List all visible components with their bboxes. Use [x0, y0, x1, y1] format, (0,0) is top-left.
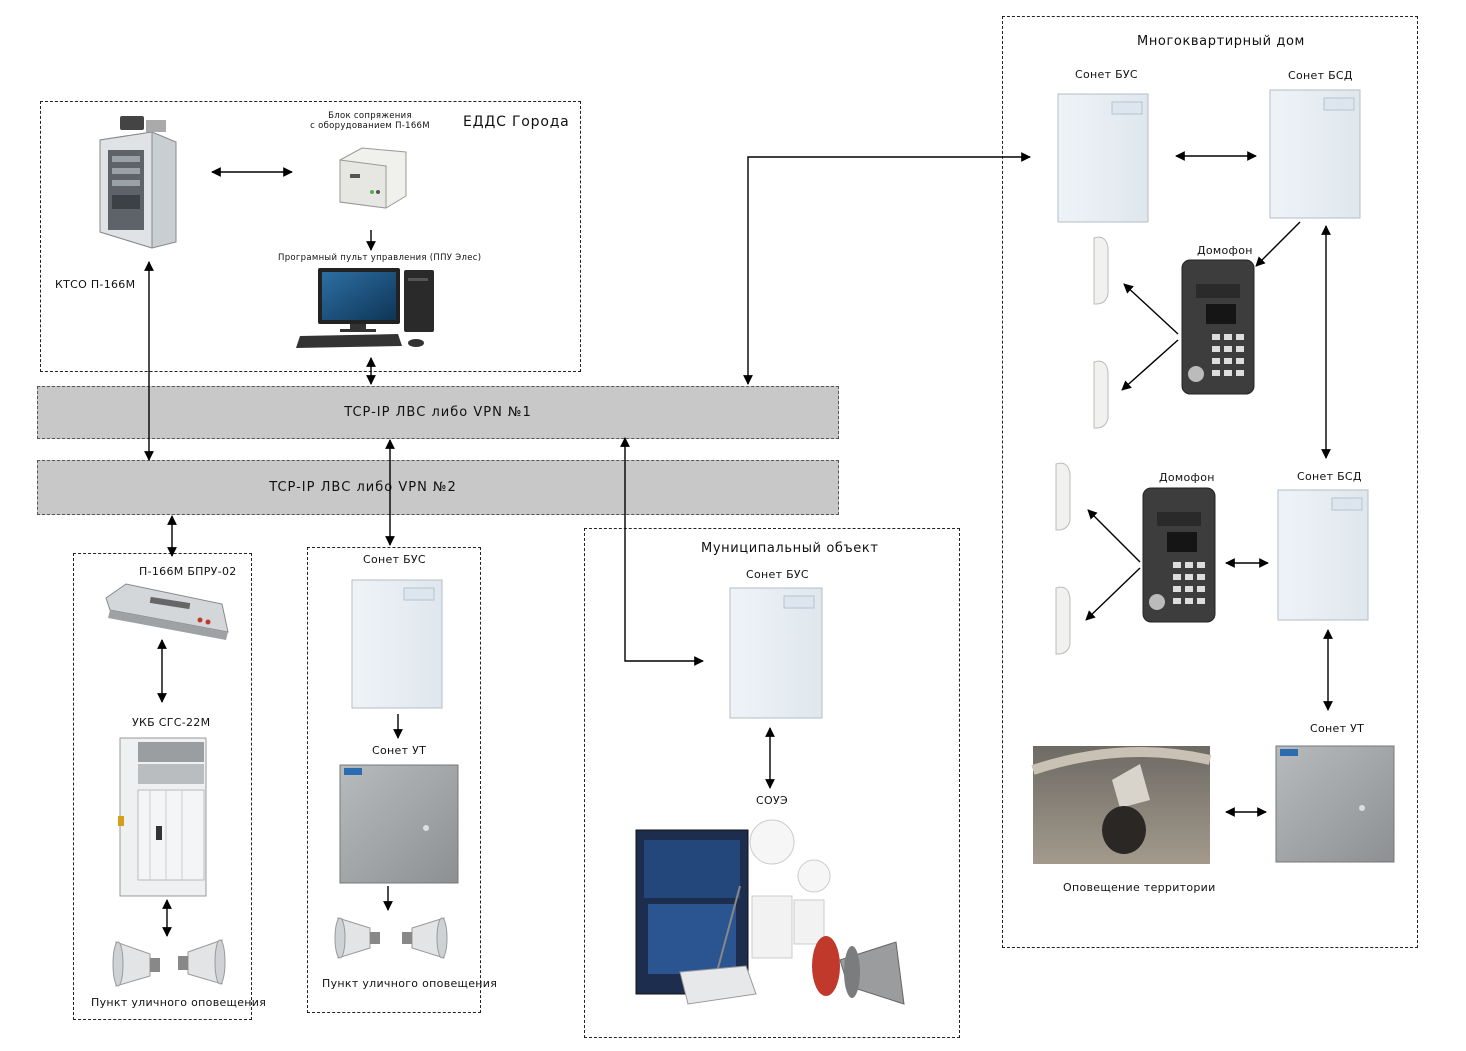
apt-intercom-bottom-icon — [1142, 487, 1216, 623]
label-ukb: УКБ СГС-22М — [132, 716, 211, 729]
network-vpn1: TCP-IP ЛВС либо VPN №1 — [37, 386, 839, 439]
label-apt-bsd-top: Сонет БСД — [1288, 69, 1353, 82]
municipal-bus-box-icon — [729, 587, 823, 719]
network-vpn2: TCP-IP ЛВС либо VPN №2 — [37, 460, 839, 515]
label-municipal-bus: Сонет БУС — [746, 568, 809, 581]
label-middle-ut: Сонет УТ — [372, 744, 427, 757]
label-ppu: Програмный пульт управления (ППУ Элес) — [278, 253, 482, 263]
ukb-cabinet-icon — [118, 737, 207, 897]
label-bpru: П-166М БПРУ-02 — [139, 565, 237, 578]
label-interface-block: Блок сопряжения с оборудованием П-166М — [300, 111, 440, 131]
label-apt-intercom-top: Домофон — [1197, 244, 1253, 257]
territory-photo-icon — [1031, 746, 1212, 864]
label-apt-bus: Сонет БУС — [1075, 68, 1138, 81]
label-interface-block-line2: с оборудованием П-166М — [310, 121, 430, 131]
left-horn-speakers-icon — [112, 939, 226, 987]
label-interface-block-line1: Блок сопряжения — [328, 111, 412, 121]
middle-ut-box-icon — [339, 764, 459, 884]
middle-column-zone — [307, 547, 481, 1013]
interface-block-icon — [339, 147, 407, 209]
label-soue: СОУЭ — [756, 794, 788, 807]
label-apt-bsd-bottom: Сонет БСД — [1297, 470, 1362, 483]
zone-title-municipal: Муниципальный объект — [701, 541, 879, 556]
apt-bus-box-icon — [1057, 93, 1149, 223]
edds-zone — [40, 101, 581, 372]
soue-equipment-icon — [635, 819, 905, 1005]
label-apt-ut: Сонет УТ — [1310, 722, 1365, 735]
apt-bsd-bottom-box-icon — [1277, 489, 1369, 621]
apt-intercom-top-icon — [1181, 259, 1255, 395]
ktso-rack-icon — [99, 116, 177, 249]
municipal-zone — [584, 528, 960, 1038]
zone-title-apartment: Многоквартирный дом — [1137, 34, 1305, 49]
label-ktso: КТСО П-166М — [55, 278, 136, 291]
bpru-unit-icon — [105, 583, 229, 640]
label-middle-street-point: Пункт уличного оповещения — [322, 977, 498, 990]
apartment-zone — [1002, 16, 1418, 948]
middle-horn-speakers-icon — [334, 917, 448, 959]
apt-ut-box-icon — [1275, 745, 1395, 863]
connection-lines — [144, 151, 1333, 937]
label-apt-intercom-bottom: Домофон — [1159, 471, 1215, 484]
label-left-street-point: Пункт уличного оповещения — [91, 996, 267, 1009]
middle-bus-box-icon — [351, 579, 443, 709]
handset-icons — [1055, 236, 1109, 655]
apt-bsd-top-box-icon — [1269, 89, 1361, 219]
zone-title-edds: ЕДДС Города — [463, 114, 570, 130]
left-column-zone — [73, 553, 252, 1020]
label-apt-territory: Оповещение территории — [1063, 881, 1216, 894]
ppu-computer-icon — [296, 268, 434, 348]
label-middle-bus: Сонет БУС — [363, 553, 426, 566]
